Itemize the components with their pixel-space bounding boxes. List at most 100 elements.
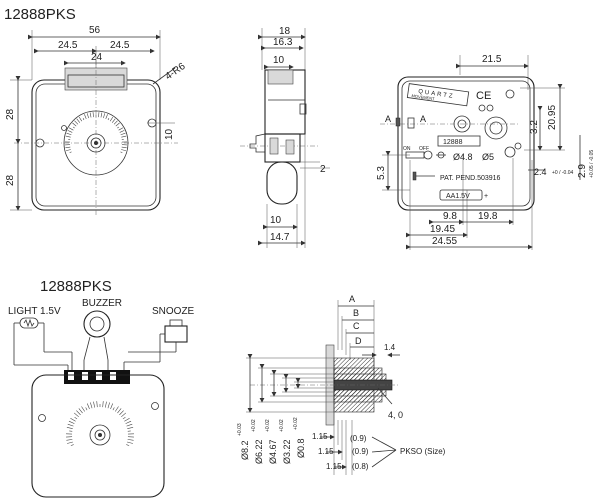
dial-tick (66, 132, 72, 136)
dial-tick (96, 401, 98, 408)
dial-tick (114, 406, 119, 412)
back-switch-off: OFF (419, 146, 429, 152)
back-dim-19-8: 19.8 (478, 211, 498, 222)
wiring-movement-body (31, 374, 165, 498)
back-subtitle: MOVEMENT (411, 93, 435, 101)
dial-tick (78, 408, 83, 414)
shaft-label-c: C (353, 321, 360, 331)
dial-tick (90, 402, 93, 409)
back-dim-hole2: Ø5 (482, 152, 494, 162)
dial-tick (127, 439, 134, 441)
dial-tick (125, 420, 132, 424)
dial-tick (127, 427, 134, 429)
back-body-outline (397, 76, 535, 211)
dial-tick (118, 127, 124, 131)
shaft-label-d: D (355, 336, 362, 346)
shaft-dim-622-tol: +0.02 (251, 419, 257, 432)
back-dim-24-55: 24.55 (432, 236, 457, 247)
shaft-dim-322-tol: +0.02 (279, 419, 285, 432)
wiring-snooze-label: SNOOZE (152, 306, 195, 317)
side-battery (266, 161, 298, 205)
dial-tick (120, 151, 123, 153)
back-model-plate: 12888 (443, 139, 463, 146)
dial-tick (89, 112, 92, 118)
svg-text:+: + (484, 193, 488, 200)
front-dim-height-bottom: 28 (5, 174, 16, 186)
model-title-top: 12888PKS (4, 6, 76, 23)
dial-tick (67, 441, 73, 444)
side-dim-battery: 10 (270, 215, 282, 226)
back-dim-3-2: 3.2 (529, 120, 540, 134)
dial-tick (119, 410, 124, 416)
back-brand: QUARTZ (418, 89, 455, 100)
dial-tick (109, 116, 114, 122)
wiring-buzzer-label: BUZZER (82, 298, 122, 309)
back-view: 21.5 QUARTZ MOVEMENT CE 12888 Ø4.8 Ø5 (376, 54, 595, 250)
dial-tick (81, 406, 86, 412)
shaft-label-b: B (353, 308, 359, 318)
dial-tick (86, 403, 90, 410)
back-mark-ce: CE (476, 90, 491, 102)
dial-tick (117, 126, 120, 129)
back-dim-20-95: 20.95 (547, 105, 558, 130)
dial-tick (127, 441, 133, 444)
shaft-dim-08-tol: +0.02 (293, 417, 299, 430)
dial-tick (100, 112, 103, 118)
dial-tick (84, 114, 87, 120)
buzzer-icon (83, 310, 111, 338)
dial-tick (70, 444, 74, 446)
dial-tick (117, 408, 122, 414)
side-dim-total: 14.7 (270, 232, 290, 243)
dial-tick (67, 130, 73, 133)
front-dim-half-left: 24.5 (58, 40, 78, 51)
back-dim-2-9-tol: +0.05 / -0.05 (589, 150, 595, 178)
dial-tick (93, 401, 95, 408)
dial-tick (74, 120, 79, 125)
dial-tick (68, 127, 74, 131)
dial-tick (70, 417, 76, 422)
back-dim-21-5: 21.5 (482, 54, 502, 65)
wiring-diagram: LIGHT 1.5V BUZZER SNOOZE (8, 298, 195, 498)
dial-tick (76, 410, 81, 416)
dial-tick (103, 113, 106, 119)
front-view: 56 24.5 24.5 24 4-R6 10 (5, 25, 188, 215)
snooze-button-icon (164, 325, 188, 343)
back-dim-2-4: 2.4 (534, 167, 547, 177)
dial-tick (65, 135, 71, 138)
dial-tick (82, 118, 85, 121)
dial-tick (66, 439, 73, 441)
front-dim-slot: 24 (91, 52, 103, 63)
dial-tick (74, 416, 78, 420)
shaft-label-a: A (349, 294, 355, 304)
dial-tick (85, 407, 88, 411)
dial-tick (113, 120, 118, 125)
shaft-dim-09-b: (0.9) (352, 447, 369, 456)
model-title-bottom: 12888PKS (40, 278, 112, 295)
dial-tick (67, 423, 74, 427)
dial-tick (86, 113, 89, 119)
dial-tick (120, 132, 126, 136)
shaft-dim-322: Ø3.22 (282, 439, 292, 464)
shaft-dim-115-b: 1.15 (318, 447, 334, 456)
shaft-dim-622: Ø6.22 (254, 439, 264, 464)
wiring-light-label: LIGHT 1.5V (8, 306, 61, 317)
dial-tick (126, 444, 130, 446)
front-dim-width: 56 (89, 25, 101, 36)
dial-tick (66, 427, 73, 429)
back-dim-2-4-tol: +0 / -0.04 (552, 170, 573, 176)
shaft-dim-467-tol: +0.02 (265, 419, 271, 432)
dial-tick (122, 416, 126, 420)
dial-tick (121, 412, 127, 418)
dial-tick (69, 151, 72, 153)
dial-tick (68, 420, 75, 424)
dial-tick (72, 122, 77, 127)
dial-tick (126, 423, 133, 427)
back-section-a-left: A (385, 114, 391, 124)
dial-tick (112, 407, 115, 411)
dial-tick (107, 118, 110, 121)
shaft-dim-08-c: (0.8) (352, 462, 369, 471)
shaft-dim-467: Ø4.67 (268, 439, 278, 464)
dial-tick (115, 122, 120, 127)
back-switch-on: ON (403, 146, 411, 152)
dial-tick (107, 402, 110, 409)
